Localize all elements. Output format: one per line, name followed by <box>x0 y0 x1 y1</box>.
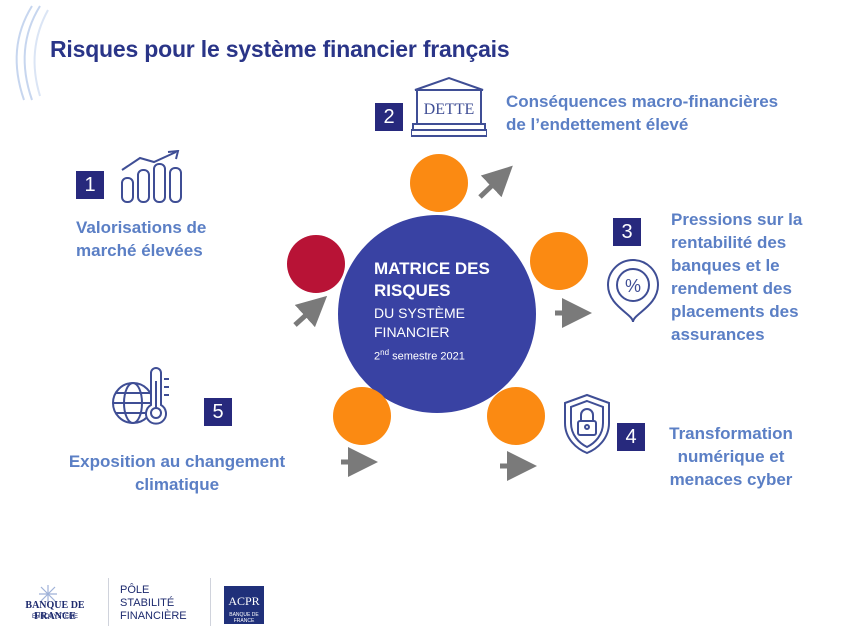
footer-separator-1 <box>108 578 109 626</box>
risk-matrix-label: MATRICE DES RISQUES DU SYSTÈME FINANCIER… <box>374 258 490 365</box>
matrix-subtitle-line-1: DU SYSTÈME <box>374 305 466 321</box>
banque-de-france-logo: BANQUE DE FRANCE <box>25 600 85 622</box>
corner-decoration <box>15 5 49 101</box>
risk-5-label: Exposition au changement climatique <box>68 452 286 494</box>
risk-3-label: Pressions sur la rentabilité des banques… <box>671 210 803 344</box>
pole-stabilite-financiere-logo: PÔLE STABILITÉ FINANCIÈRE <box>120 584 187 622</box>
eurosysteme-label: EUROSYSTÈME <box>31 614 78 620</box>
percent-pin-icon: % <box>606 259 660 323</box>
arrow-to-risk-1 <box>293 295 328 328</box>
footer-separator-2 <box>210 578 211 626</box>
risk-2-dot <box>410 154 468 212</box>
matrix-title-line-2: RISQUES <box>374 281 451 300</box>
risk-2-number: 2 <box>375 103 403 131</box>
risk-3-dot <box>530 232 588 290</box>
risk-4-dot <box>487 387 545 445</box>
svg-text:DETTE: DETTE <box>424 101 475 118</box>
page-title: Risques pour le système financier frança… <box>50 36 510 62</box>
risk-5-dot <box>333 387 391 445</box>
risk-matrix-circle <box>338 215 536 413</box>
matrix-subtitle-line-2: FINANCIER <box>374 324 450 340</box>
risk-3-number: 3 <box>613 218 641 246</box>
risk-4-label: Transformation numérique et menaces cybe… <box>669 424 793 489</box>
rising-bar-chart-icon <box>121 150 182 203</box>
svg-text:%: % <box>625 276 641 296</box>
risk-1-label: Valorisations de marché élevées <box>76 218 207 260</box>
risk-1-number: 1 <box>76 171 104 199</box>
banque-de-france-emblem-icon <box>39 585 57 603</box>
risk-2-label: Conséquences macro-financières de l’ende… <box>506 92 779 134</box>
padlock-shield-icon <box>564 393 610 455</box>
acpr-logo: ACPR BANQUE DE FRANCE <box>224 586 264 624</box>
matrix-period: 2nd semestre 2021 <box>374 348 465 363</box>
risk-4-number: 4 <box>617 423 645 451</box>
arrow-to-risk-2 <box>478 165 513 199</box>
risk-1-dot <box>287 235 345 293</box>
debt-building-icon: DETTE <box>411 76 487 137</box>
globe-thermometer-icon <box>112 367 169 425</box>
matrix-title-line-1: MATRICE DES <box>374 259 490 278</box>
risk-5-number: 5 <box>204 398 232 426</box>
